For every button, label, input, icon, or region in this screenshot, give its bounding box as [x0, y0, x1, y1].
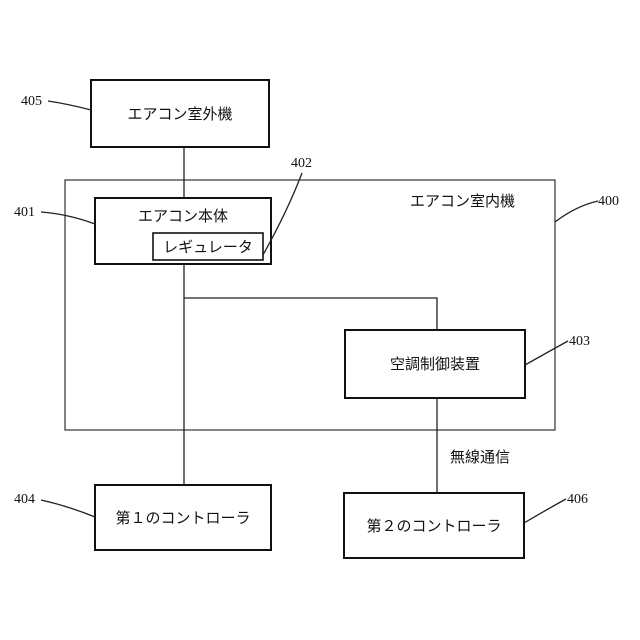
ref-404: 404 [14, 492, 35, 507]
ac-control-device-label: 空調制御装置 [390, 355, 480, 373]
leader-401 [41, 212, 95, 224]
wireless-communication-label: 無線通信 [450, 448, 510, 466]
wire-branch-to-control-device [184, 298, 437, 330]
ref-401: 401 [14, 205, 35, 220]
aircon-body-label: エアコン本体 [138, 207, 228, 225]
regulator-label: レギュレータ [163, 238, 253, 256]
indoor-unit-label: エアコン室内機 [410, 192, 515, 210]
leader-400 [555, 201, 598, 222]
second-controller-label: 第２のコントローラ [366, 517, 501, 535]
leader-406 [524, 499, 566, 523]
first-controller-label: 第１のコントローラ [115, 509, 250, 527]
leader-404 [41, 500, 95, 517]
ref-400: 400 [598, 194, 619, 209]
leader-403 [525, 341, 568, 365]
leader-405 [48, 101, 91, 110]
ref-402: 402 [291, 156, 312, 171]
outdoor-unit-label: エアコン室外機 [127, 105, 232, 123]
ref-403: 403 [569, 334, 590, 349]
ref-406: 406 [567, 492, 588, 507]
ref-405: 405 [21, 94, 42, 109]
